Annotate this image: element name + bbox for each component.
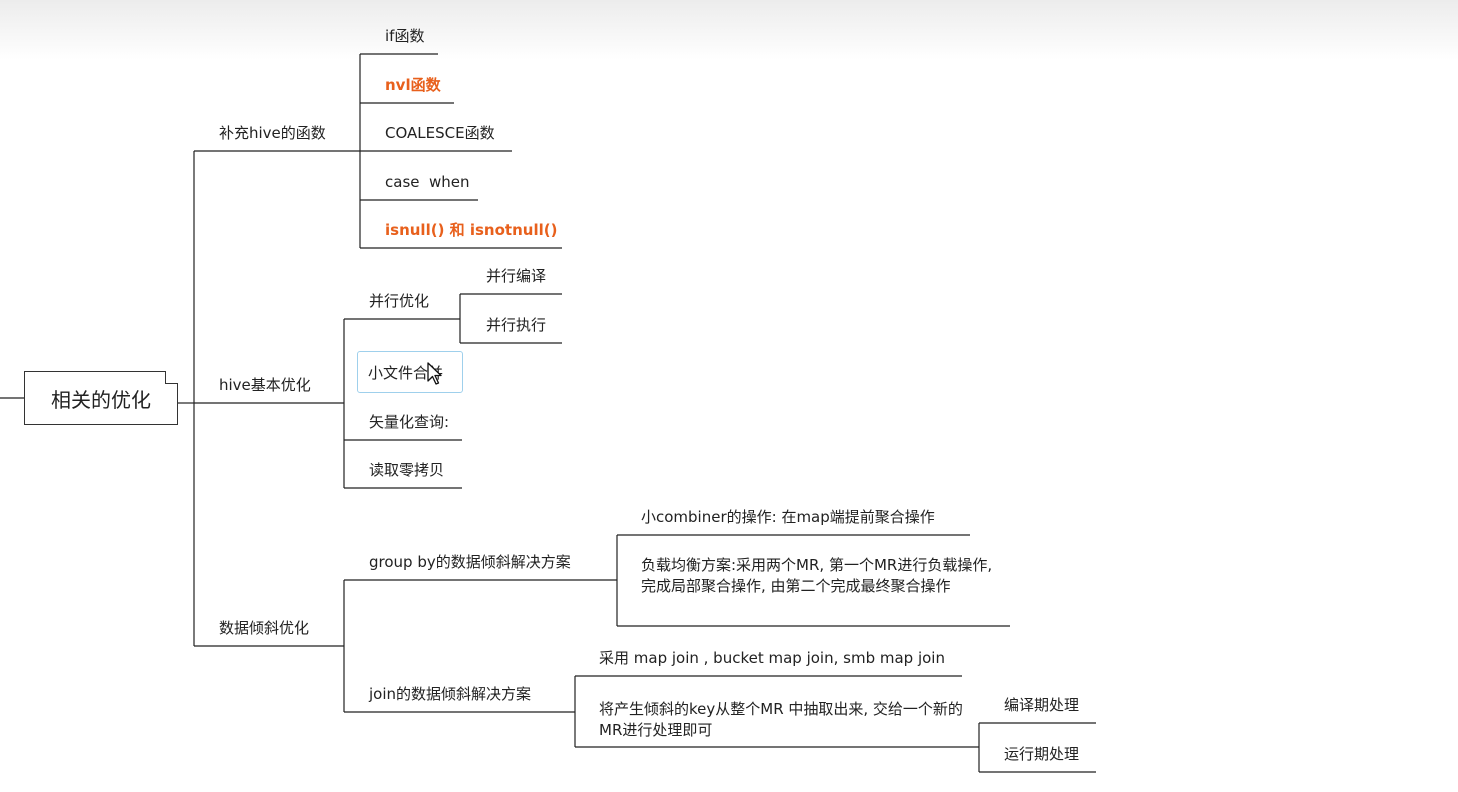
topic-join-skew-solution[interactable]: join的数据倾斜解决方案 [369,685,532,703]
topic-groupby-skew-solution[interactable]: group by的数据倾斜解决方案 [369,553,571,571]
topic-hive-functions[interactable]: 补充hive的函数 [219,124,326,142]
topic-small-combiner[interactable]: 小combiner的操作: 在map端提前聚合操作 [641,508,935,526]
mouse-pointer-icon [427,362,442,385]
topic-vectorized-query[interactable]: 矢量化查询: [369,413,450,431]
topic-nvl-function[interactable]: nvl函数 [385,76,441,94]
topic-compile-time-handling[interactable]: 编译期处理 [1004,696,1080,714]
topic-parallel-optimization[interactable]: 并行优化 [369,292,430,310]
topic-coalesce-function[interactable]: COALESCE函数 [385,124,495,142]
topic-parallel-execute[interactable]: 并行执行 [486,316,547,334]
topic-map-join-options[interactable]: 采用 map join , bucket map join, smb map j… [599,649,945,667]
topic-extract-skew-key[interactable]: 将产生倾斜的key从整个MR 中抽取出来, 交给一个新的MR进行处理即可 [599,700,963,739]
note-corner-icon [165,371,178,384]
topic-zero-copy-read[interactable]: 读取零拷贝 [369,461,445,479]
topic-case-when[interactable]: case when [385,173,470,191]
topic-hive-basic-optimization[interactable]: hive基本优化 [219,376,311,394]
root-node[interactable]: 相关的优化 [24,371,178,425]
root-label: 相关的优化 [51,387,151,412]
topic-data-skew-optimization[interactable]: 数据倾斜优化 [219,619,310,637]
topic-small-file-merge[interactable]: 小文件合并 [368,364,444,382]
topic-load-balance-plan[interactable]: 负载均衡方案:采用两个MR, 第一个MR进行负载操作, 完成局部聚合操作, 由第… [641,556,993,595]
topic-runtime-handling[interactable]: 运行期处理 [1004,745,1080,763]
topic-if-function[interactable]: if函数 [385,27,425,45]
top-shadow [0,0,1458,60]
topic-parallel-compile[interactable]: 并行编译 [486,267,547,285]
selection-highlight [357,351,463,393]
topic-isnull-isnotnull[interactable]: isnull() 和 isnotnull() [385,221,558,239]
